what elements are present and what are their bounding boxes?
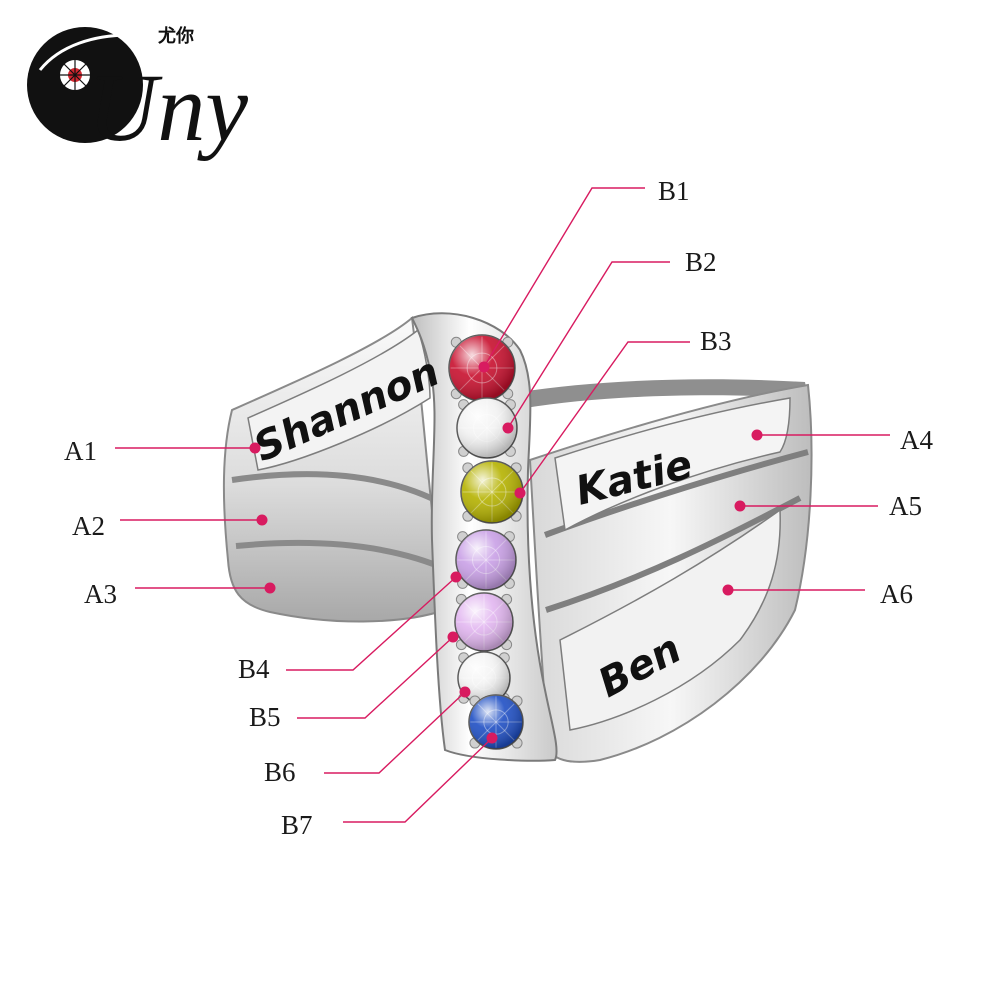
stone-b2 [456,397,518,459]
ring-back-edge [520,379,808,408]
callout-a5: A5 [734,491,922,521]
gem-shine [456,530,516,590]
callout-b7: B7 [281,732,498,840]
callout-b2: B2 [502,247,717,434]
callout-label: A3 [84,579,117,609]
leader-line [286,576,457,671]
callout-dot-icon [264,582,276,594]
callout-dot-icon [478,361,490,373]
callout-dot-icon [502,422,514,434]
left-groove-2 [235,539,450,573]
stone-b3 [460,460,524,524]
callout-label: B6 [264,757,296,787]
leader-line [343,737,493,823]
callout-label: B5 [249,702,281,732]
ring-illustration: Shannon Katie Ben [222,312,813,763]
callout-b3: B3 [514,326,732,499]
leader-line [297,636,454,719]
stone-b7 [468,694,524,750]
gem-shine [461,461,523,523]
leader-line [519,341,690,494]
callout-dot-icon [459,686,471,698]
flower-icon [60,60,90,90]
callout-dot-icon [256,514,268,526]
callout-dot-icon [722,584,734,596]
callout-dot-icon [447,631,459,643]
callout-dot-icon [751,429,763,441]
callout-a6: A6 [722,579,913,609]
katie-panel [554,397,791,532]
logo-text: Uny [88,54,248,161]
leader-line [324,691,466,774]
callout-a4: A4 [751,425,933,455]
gem-shine [457,398,517,458]
callout-dot-icon [514,487,526,499]
callout-dot-icon [486,732,498,744]
stone-b5 [454,592,514,652]
ben-panel [559,508,781,731]
left-groove-1 [231,471,447,508]
leader-line [507,261,670,429]
gem-shine [455,593,513,651]
callout-label: B1 [658,176,690,206]
stone-b4 [455,529,517,591]
callout-dot-icon [450,571,462,583]
brand-logo: Uny 尤你 [27,25,248,161]
callout-a1: A1 [64,436,261,466]
callout-b5: B5 [249,631,459,732]
callout-dot-icon [249,442,261,454]
callout-label: B7 [281,810,313,840]
leader-line [483,187,645,368]
gem-shine [458,652,510,704]
callout-label: B2 [685,247,717,277]
callout-label: A5 [889,491,922,521]
callout-label: A6 [880,579,913,609]
callout-b1: B1 [478,176,690,373]
callout-b4: B4 [238,571,462,684]
callout-b6: B6 [264,686,471,787]
callout-label: B4 [238,654,270,684]
gem-shine [469,695,523,749]
callout-dot-icon [734,500,746,512]
logo-swash-icon [38,33,216,71]
logo-chinese-text: 尤你 [158,25,194,47]
shannon-panel [247,328,431,471]
callout-label: A2 [72,511,105,541]
callout-a3: A3 [84,579,276,609]
right-groove-2 [545,495,802,613]
callout-label: A1 [64,436,97,466]
stones-group [448,334,524,750]
callout-a2: A2 [72,511,268,541]
callout-label: A4 [900,425,933,455]
callout-label: B3 [700,326,732,356]
